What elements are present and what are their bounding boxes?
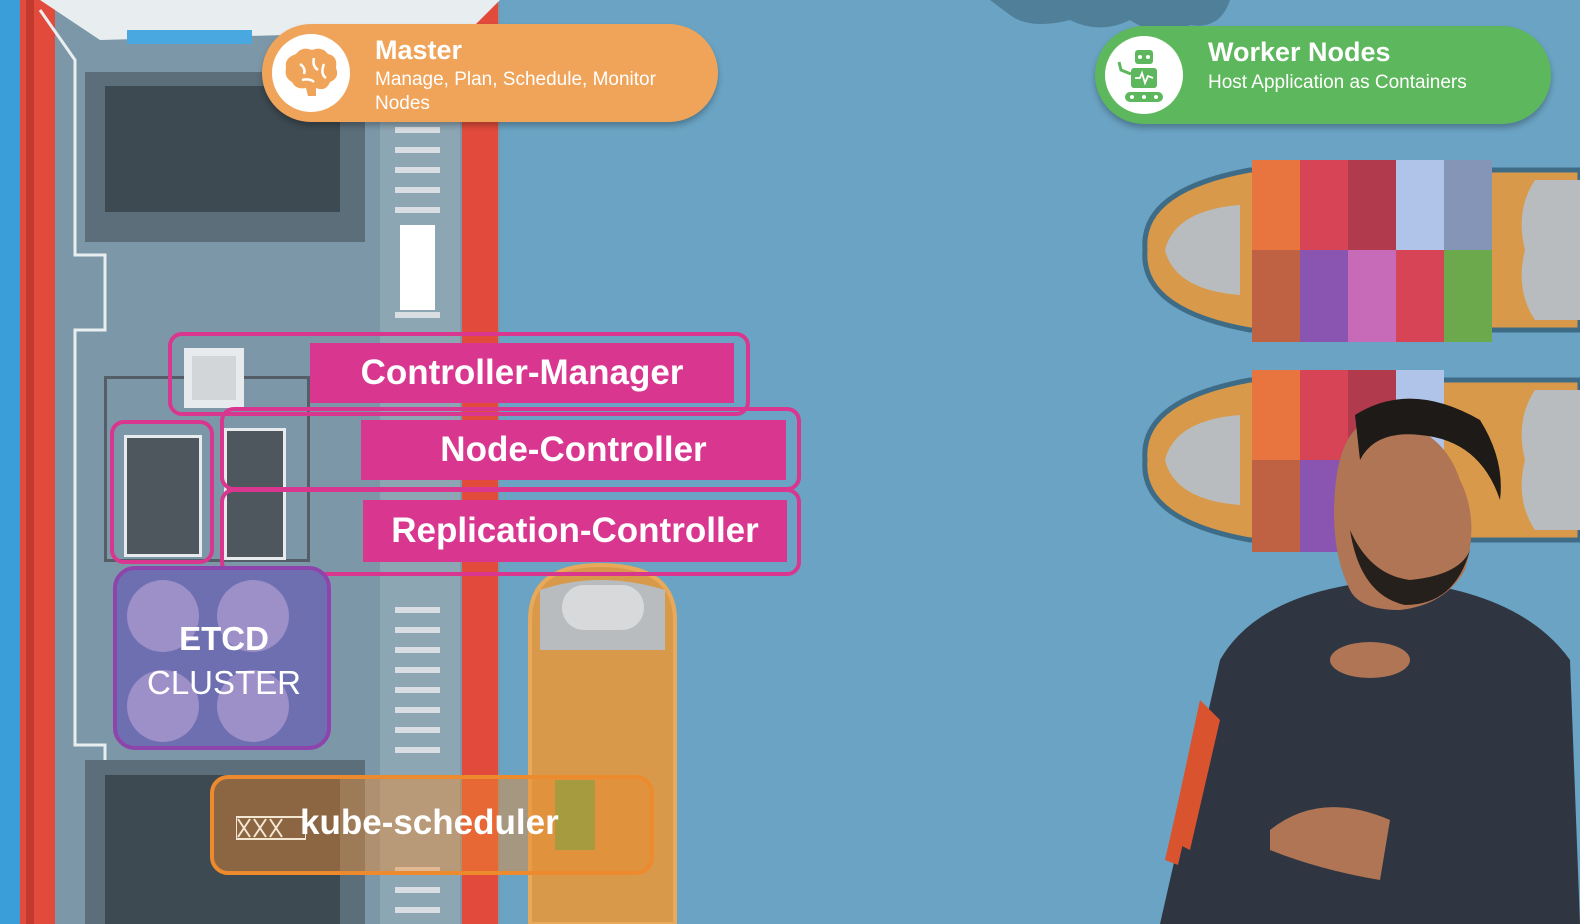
cloud-shape — [990, 0, 1230, 32]
dock-red-stripe — [26, 0, 34, 924]
node-controller-label: Node-Controller — [361, 420, 786, 480]
master-badge: Master Manage, Plan, Schedule, Monitor N… — [262, 24, 718, 122]
worker-nodes-subtitle: Host Application as Containers — [1208, 72, 1467, 93]
etcd-disk — [217, 670, 289, 742]
robot-icon — [1117, 50, 1163, 102]
controller-machine-right — [224, 428, 286, 560]
dock-left-water — [0, 0, 20, 924]
rail-track — [395, 127, 440, 913]
etcd-disk — [127, 580, 199, 652]
worker-ship-top — [1142, 160, 1580, 342]
controller-manager-small-frame — [110, 420, 214, 564]
brain-icon — [285, 48, 338, 96]
worker-icon-circle — [1105, 36, 1183, 114]
etcd-disk — [127, 670, 199, 742]
containers-top — [1252, 160, 1492, 342]
kube-scheduler-box: kube-scheduler — [210, 775, 654, 875]
worker-nodes-title: Worker Nodes — [1208, 37, 1391, 67]
kube-scheduler-label: kube-scheduler — [300, 803, 559, 842]
dock-red-strip — [20, 0, 55, 924]
presenter-person — [1160, 398, 1580, 924]
controller-manager-label: Controller-Manager — [310, 343, 734, 403]
master-subtitle-line1: Manage, Plan, Schedule, Monitor — [375, 69, 656, 90]
rail-car — [400, 225, 435, 310]
controller-manager-frame — [168, 332, 750, 416]
controller-machine-left — [124, 435, 202, 557]
crane-icon — [236, 816, 306, 840]
worker-nodes-badge: Worker Nodes Host Application as Contain… — [1095, 26, 1551, 124]
master-icon-circle — [272, 34, 350, 112]
dock-outline — [38, 9, 107, 924]
replication-controller-frame — [220, 488, 801, 576]
master-docked-ship — [528, 562, 677, 924]
master-subtitle-line2: Nodes — [375, 93, 430, 114]
etcd-cluster-box: ETCD CLUSTER — [113, 566, 331, 750]
replication-controller-label: Replication-Controller — [363, 500, 787, 562]
etcd-disk — [217, 580, 289, 652]
etcd-cluster-label: CLUSTER — [146, 664, 302, 701]
controller-machine-top — [184, 348, 244, 408]
etcd-label: ETCD — [179, 620, 269, 657]
master-title: Master — [375, 35, 463, 65]
